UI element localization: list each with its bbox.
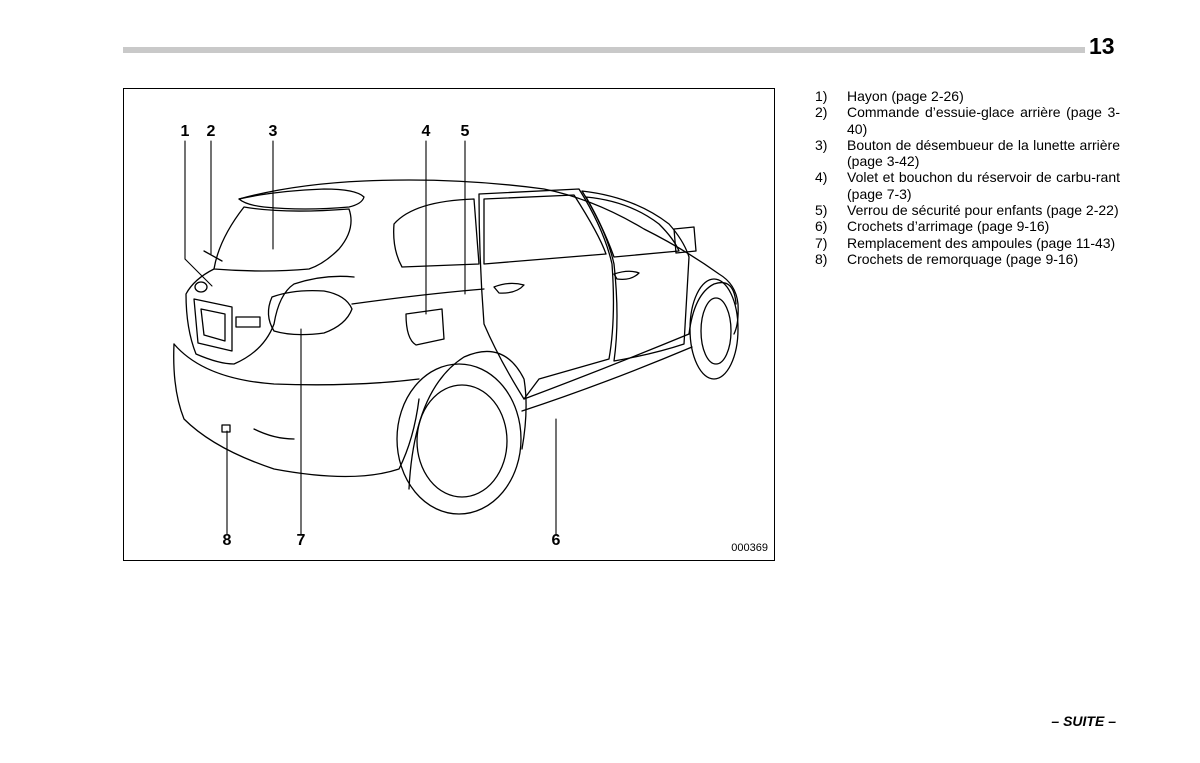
rear-spoiler — [238, 188, 365, 210]
legend-text: Verrou de sécurité pour enfants (page 2-… — [847, 202, 1119, 219]
rear-tire — [396, 363, 522, 515]
legend-number: 4) — [815, 169, 828, 186]
callout-5: 5 — [460, 123, 470, 140]
rear-wiper — [203, 250, 223, 262]
legend-item: 5) Verrou de sécurité pour enfants (page … — [815, 202, 1120, 218]
legend-item: 6) Crochets d’arrimage (page 9-16) — [815, 218, 1120, 234]
figure-id: 000369 — [731, 542, 768, 554]
rear-door-window — [483, 194, 607, 265]
legend-number: 7) — [815, 234, 828, 251]
rear-rim — [416, 384, 508, 498]
callout-8: 8 — [222, 532, 232, 549]
tailgate — [185, 268, 355, 365]
legend-number: 1) — [815, 88, 828, 104]
front-wheel-arch — [688, 281, 737, 335]
rear-window — [213, 206, 352, 272]
legend-item: 7) Remplacement des ampoules (page 11-43) — [815, 235, 1120, 251]
front-tire — [689, 278, 739, 380]
side-marker — [235, 316, 261, 328]
roof-line — [238, 179, 739, 335]
legend-text: Crochets d’arrimage (page 9-16) — [847, 218, 1050, 235]
rear-bumper — [173, 343, 420, 478]
side-mirror — [673, 226, 697, 254]
legend-text: Hayon (page 2-26) — [847, 88, 964, 104]
tow-hook-cover — [221, 424, 231, 433]
fuel-door — [405, 308, 445, 346]
callout-6: 6 — [551, 532, 561, 549]
front-rim — [700, 297, 732, 365]
legend-item: 8) Crochets de remorquage (page 9-16) — [815, 251, 1120, 267]
callout-4: 4 — [421, 123, 431, 140]
front-door-window — [585, 196, 680, 258]
rear-door — [478, 188, 615, 400]
header-rule — [123, 47, 1085, 53]
beltline — [351, 288, 485, 305]
vehicle-figure: 1 2 3 4 5 6 7 8 000369 — [123, 88, 775, 561]
legend-item: 1) Hayon (page 2-26) — [815, 88, 1120, 104]
legend-number: 3) — [815, 136, 828, 153]
legend-item: 3) Bouton de désembueur de la lunette arr… — [815, 137, 1120, 170]
legend-text: Bouton de désembueur de la lunette arriè… — [847, 136, 1120, 170]
side-sill — [523, 333, 690, 400]
legend-number: 8) — [815, 250, 828, 267]
legend-number: 2) — [815, 104, 828, 121]
callout-1: 1 — [180, 123, 190, 140]
legend-item: 2) Commande d’essuie-glace arrière (page … — [815, 104, 1120, 137]
front-door — [581, 190, 690, 362]
quarter-window — [393, 198, 480, 268]
continued-label: – SUITE – — [1051, 713, 1116, 729]
legend-text: Crochets de remorquage (page 9-16) — [847, 250, 1079, 267]
legend-item: 4) Volet et bouchon du réservoir de carbu… — [815, 169, 1120, 202]
legend-text: Remplacement des ampoules (page 11-43) — [847, 234, 1116, 251]
tail-light — [267, 289, 353, 336]
legend-list: 1) Hayon (page 2-26) 2) Commande d’essuie-… — [815, 88, 1120, 267]
legend-number: 5) — [815, 202, 828, 219]
legend-text: Volet et bouchon du réservoir de carbu-r… — [847, 169, 1120, 202]
legend-text: Commande d’essuie-glace arrière (page 3-… — [847, 104, 1120, 137]
rear-emblem — [194, 281, 208, 293]
callout-2: 2 — [206, 123, 216, 140]
license-plate-recess — [193, 298, 233, 352]
car-rear-view-illustration — [173, 140, 739, 535]
callout-3: 3 — [268, 123, 278, 140]
page-number: 13 — [1089, 33, 1115, 59]
callout-7: 7 — [296, 532, 306, 549]
rear-door-handle — [493, 282, 525, 294]
legend-number: 6) — [815, 218, 828, 235]
leader-lines — [184, 140, 557, 535]
front-door-handle — [613, 270, 640, 281]
